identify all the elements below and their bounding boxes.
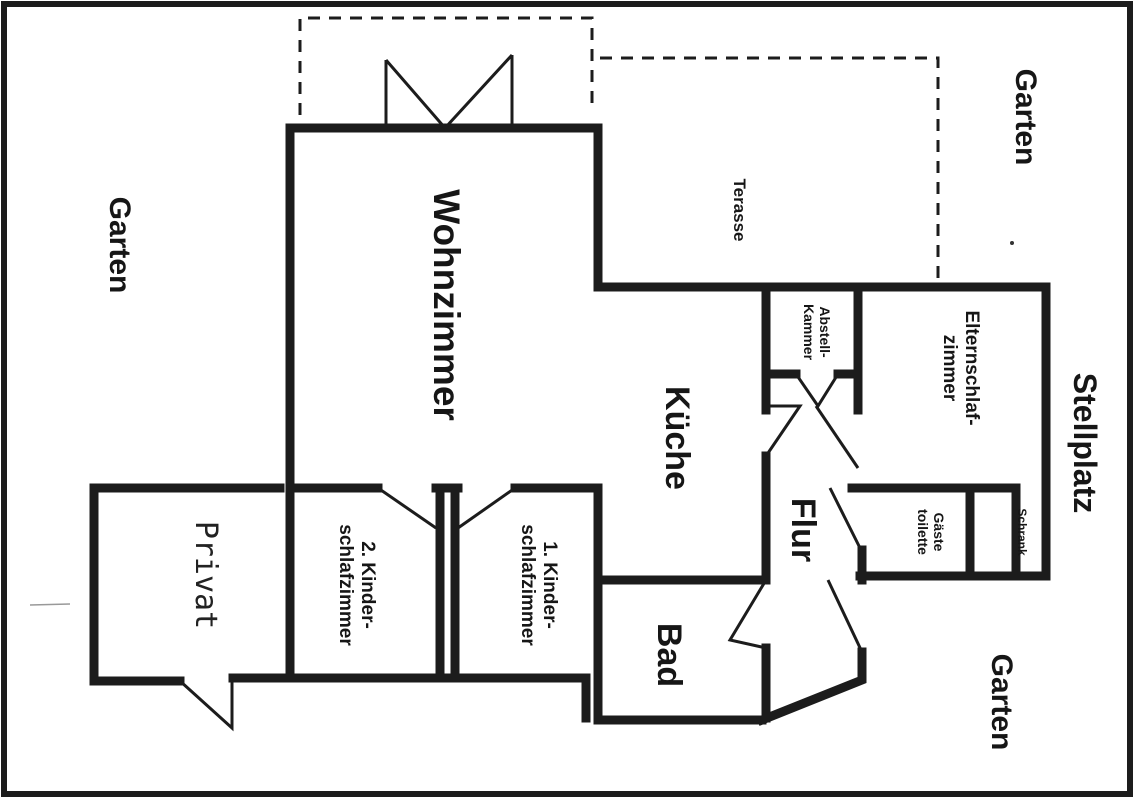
guest-toilet-label: Gäste toilette bbox=[915, 509, 947, 555]
interior-walls bbox=[285, 282, 1021, 723]
svg-text:Schrank: Schrank bbox=[1015, 508, 1029, 556]
svg-text:Kammer: Kammer bbox=[801, 304, 817, 361]
living-room-label: Wohnzimmer bbox=[426, 189, 467, 421]
parents-bedroom-label: Elternschlaf- zimmer bbox=[939, 310, 982, 425]
private-label: Privat bbox=[188, 521, 223, 629]
parking-label: Stellplatz bbox=[1067, 373, 1103, 513]
svg-text:Wohnzimmer: Wohnzimmer bbox=[426, 189, 467, 421]
bathroom-label: Bad bbox=[650, 623, 688, 687]
scratch-mark bbox=[29, 603, 71, 606]
terrace-label: Terasse bbox=[730, 178, 749, 241]
hall-label: Flur bbox=[784, 498, 822, 562]
svg-text:Garten: Garten bbox=[985, 654, 1018, 751]
svg-text:Stellplatz: Stellplatz bbox=[1067, 373, 1103, 513]
outer-walls bbox=[89, 123, 1051, 726]
svg-text:Garten: Garten bbox=[1009, 69, 1042, 166]
svg-text:Elternschlaf-: Elternschlaf- bbox=[961, 310, 982, 425]
svg-text:2. Kinder-: 2. Kinder- bbox=[357, 541, 378, 629]
garden-label-left: Garten bbox=[103, 197, 136, 294]
svg-text:Abstell-: Abstell- bbox=[817, 306, 833, 358]
svg-text:zimmer: zimmer bbox=[939, 335, 960, 402]
svg-text:Bad: Bad bbox=[650, 623, 688, 687]
svg-text:toilette: toilette bbox=[915, 509, 931, 555]
kids-bedroom-1-label: 1. Kinder- schlafzimmer bbox=[517, 524, 560, 646]
svg-text:Garten: Garten bbox=[103, 197, 136, 294]
svg-text:schlafzimmer: schlafzimmer bbox=[517, 524, 538, 646]
svg-text:Küche: Küche bbox=[658, 386, 696, 490]
kids-bedroom-2-label: 2. Kinder- schlafzimmer bbox=[335, 524, 378, 646]
garden-label-bottom-right: Garten bbox=[985, 654, 1018, 751]
svg-text:Flur: Flur bbox=[784, 498, 822, 562]
storage-label: Abstell- Kammer bbox=[801, 304, 833, 361]
door-swings bbox=[178, 53, 864, 732]
svg-text:Gäste: Gäste bbox=[931, 513, 947, 552]
cupboard-label: Schrank bbox=[1015, 508, 1029, 556]
svg-text:Privat: Privat bbox=[188, 521, 223, 629]
svg-text:1. Kinder-: 1. Kinder- bbox=[539, 541, 560, 629]
svg-text:schlafzimmer: schlafzimmer bbox=[335, 524, 356, 646]
svg-text:Terasse: Terasse bbox=[730, 178, 749, 241]
dot-mark bbox=[1010, 241, 1014, 245]
garden-label-top-right: Garten bbox=[1009, 69, 1042, 166]
kitchen-label: Küche bbox=[658, 386, 696, 490]
dashed-outlines bbox=[298, 16, 940, 283]
